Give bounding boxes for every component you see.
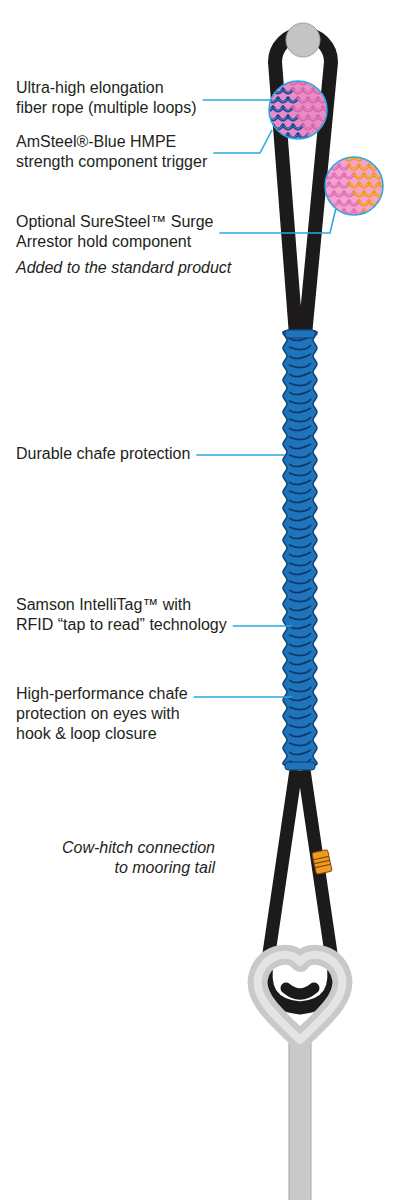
braid-detail-orange — [309, 147, 400, 230]
leader-line — [219, 208, 336, 233]
leader-line — [233, 625, 292, 627]
top-loop — [275, 34, 331, 335]
eye-through-hitch — [286, 988, 314, 994]
chafe-sleeve — [283, 329, 317, 770]
pin — [286, 23, 320, 57]
leader-line — [203, 99, 270, 101]
leader-line — [196, 454, 285, 456]
rfid-tag — [312, 850, 332, 875]
braid-outline — [325, 157, 383, 215]
note-label: Cow-hitch connection to mooring tail — [15, 838, 215, 878]
callout-label: High-performance chafe protection on eye… — [16, 684, 251, 744]
leader-line — [194, 696, 292, 698]
note-label: Added to the standard product — [16, 258, 231, 278]
callout-label: Optional SureSteel™ Surge Arrestor hold … — [16, 212, 251, 252]
callout-label: Durable chafe protection — [16, 444, 190, 464]
braid-detail-blue — [253, 70, 348, 150]
cow-hitch-highlight — [258, 955, 343, 1040]
leader-line — [213, 130, 272, 153]
callout-label: Samson IntelliTag™ with RFID “tap to rea… — [16, 595, 256, 635]
callout-label: AmSteel®-Blue HMPE strength component tr… — [16, 132, 231, 172]
braid-outline — [269, 81, 327, 139]
bottom-eye — [266, 770, 334, 1008]
cow-hitch — [258, 955, 343, 1040]
callout-label: Ultra-high elongation fiber rope (multip… — [16, 78, 231, 118]
mooring-tail — [289, 1030, 311, 1200]
